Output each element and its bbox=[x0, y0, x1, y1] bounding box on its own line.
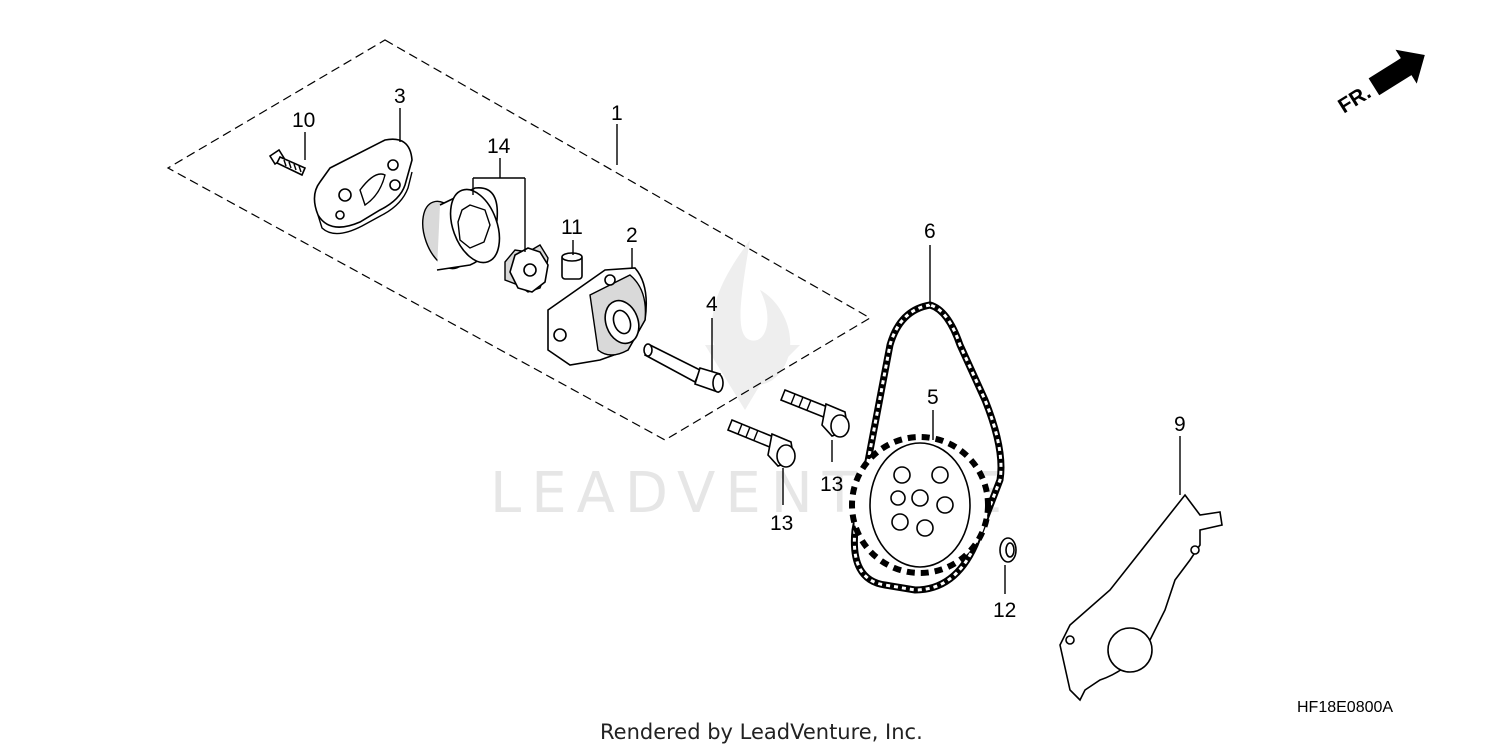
part-5-sprocket bbox=[849, 434, 991, 576]
part-14-outer-rotor bbox=[422, 187, 501, 271]
part-3-cover-plate bbox=[313, 138, 413, 235]
callout-13-upper: 13 bbox=[820, 473, 843, 496]
part-2-pump-body bbox=[547, 267, 648, 366]
part-14-inner-rotor bbox=[504, 244, 549, 293]
part-13-bolt-lower bbox=[726, 418, 796, 468]
diagram-code: HF18E0800A bbox=[1297, 699, 1393, 716]
credit-line: Rendered by LeadVenture, Inc. bbox=[600, 720, 923, 744]
callout-13-lower: 13 bbox=[770, 512, 793, 535]
part-11-dowel-pin bbox=[561, 252, 583, 280]
part-6-chain bbox=[850, 301, 1005, 594]
callout-9: 9 bbox=[1174, 413, 1186, 436]
part-9-guide-plate bbox=[1059, 493, 1223, 702]
front-direction-arrow: FR. bbox=[1334, 49, 1425, 118]
part-13-bolt-upper bbox=[779, 388, 850, 438]
assembly-outline bbox=[166, 39, 872, 441]
part-4-shaft bbox=[643, 343, 724, 394]
callout-11: 11 bbox=[561, 216, 583, 239]
part-12-clip bbox=[999, 537, 1017, 563]
callout-1: 1 bbox=[611, 102, 623, 125]
leader-lines bbox=[304, 108, 1181, 594]
callout-4: 4 bbox=[706, 293, 718, 316]
callout-5: 5 bbox=[927, 386, 939, 409]
callout-14: 14 bbox=[487, 135, 511, 158]
callout-2: 2 bbox=[626, 224, 638, 247]
direction-label: FR. bbox=[1334, 81, 1375, 118]
callout-3: 3 bbox=[394, 85, 406, 108]
callout-6: 6 bbox=[924, 220, 936, 243]
callout-10: 10 bbox=[292, 109, 315, 132]
part-10-bolt bbox=[268, 148, 307, 177]
callout-12: 12 bbox=[993, 599, 1016, 622]
